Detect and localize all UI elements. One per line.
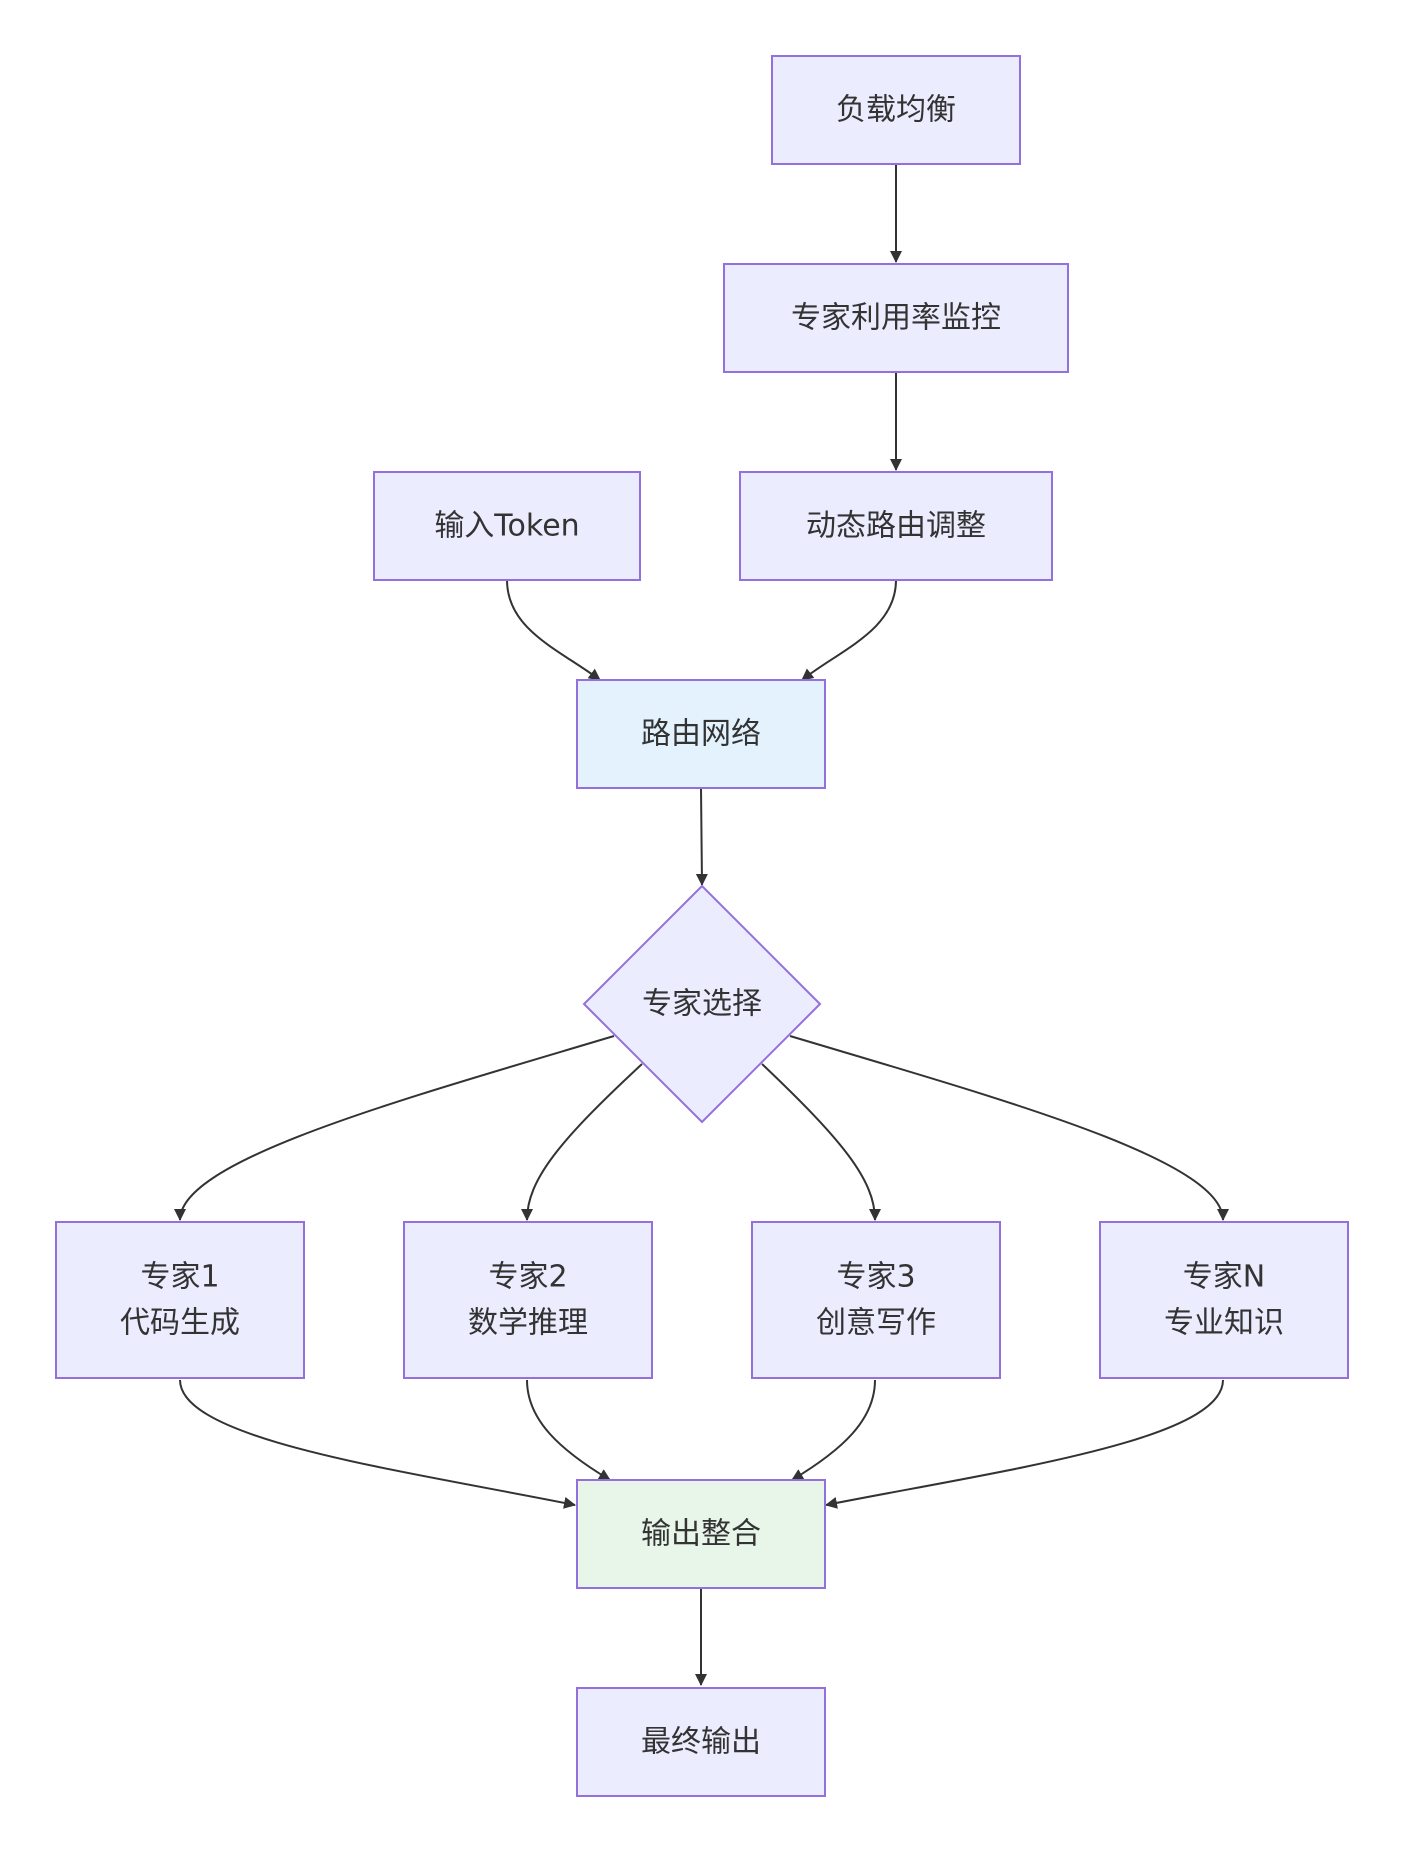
node-expert-select: 专家选择 [582, 884, 822, 1124]
node-label: 负载均衡 [836, 93, 956, 128]
node-input-token: 输入Token [373, 471, 641, 581]
node-final-output: 最终输出 [576, 1687, 826, 1797]
node-label-line-2: 代码生成 [120, 1306, 240, 1341]
node-output-merge: 输出整合 [576, 1479, 826, 1589]
edge-expert-select-to-expertN [789, 1035, 1229, 1221]
edge-expert2-to-output-merge [526, 1379, 611, 1481]
node-expertN: 专家N 专业知识 [1099, 1221, 1349, 1379]
node-label-line-1: 专家1 [140, 1260, 219, 1295]
node-label-line-2: 数学推理 [468, 1306, 588, 1341]
edge-expert-select-to-expert2 [521, 1063, 643, 1221]
nodes: 负载均衡 专家利用率监控 输入Token 动态路由调整 路由网络 专家选择 专家… [55, 55, 1349, 1797]
node-router-network: 路由网络 [576, 679, 826, 789]
node-label: 专家选择 [642, 987, 762, 1022]
node-label: 输入Token [434, 509, 579, 544]
node-label-line-1: 专家2 [488, 1260, 567, 1295]
node-expert2: 专家2 数学推理 [403, 1221, 653, 1379]
node-label: 动态路由调整 [806, 509, 986, 544]
edge-expert-select-to-expert1 [174, 1035, 615, 1221]
node-label-line-1: 专家N [1183, 1260, 1265, 1295]
edge-expertN-to-output-merge [825, 1379, 1224, 1509]
node-label-line-1: 专家3 [836, 1260, 915, 1295]
edges [174, 164, 1229, 1686]
node-expert-monitor: 专家利用率监控 [723, 263, 1069, 373]
edge-input-token-to-router-network [506, 579, 601, 681]
node-expert3: 专家3 创意写作 [751, 1221, 1001, 1379]
node-label: 专家利用率监控 [791, 301, 1001, 336]
node-label: 路由网络 [641, 717, 761, 752]
node-label-line-2: 专业知识 [1164, 1306, 1284, 1341]
node-load-balance: 负载均衡 [771, 55, 1021, 165]
node-expert1: 专家1 代码生成 [55, 1221, 305, 1379]
node-dynamic-routing: 动态路由调整 [739, 471, 1053, 581]
edge-expert-select-to-expert3 [761, 1063, 881, 1221]
edge-dynamic-routing-to-router-network [801, 579, 897, 681]
node-label: 输出整合 [641, 1517, 761, 1552]
edge-router-network-to-expert-select [695, 787, 708, 886]
node-label: 最终输出 [641, 1725, 761, 1760]
edge-expert1-to-output-merge [179, 1379, 576, 1509]
edge-expert3-to-output-merge [791, 1379, 876, 1481]
node-label-line-2: 创意写作 [816, 1306, 936, 1341]
